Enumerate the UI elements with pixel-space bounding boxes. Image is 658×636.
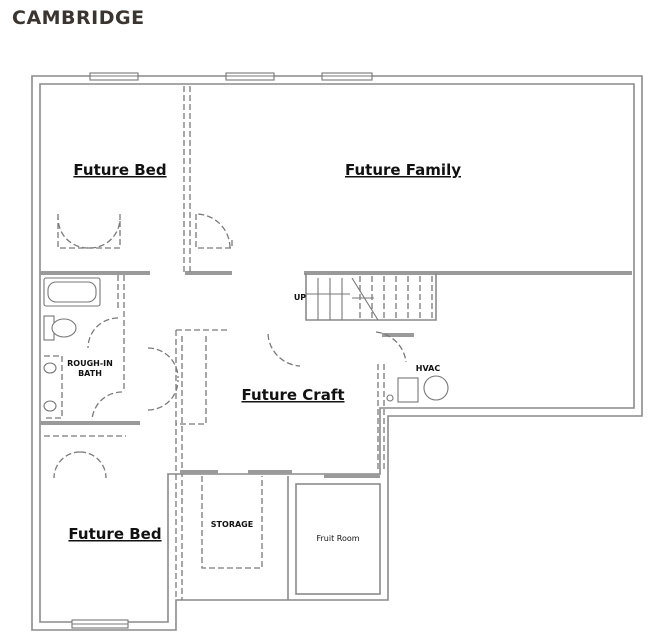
room-label-fruit-room: Fruit Room [316,534,359,543]
room-label-family: Future Family [345,161,461,179]
room-label-craft: Future Craft [241,386,344,404]
hvac-units [386,375,449,403]
room-label-hvac: HVAC [416,364,441,373]
staircase [306,276,433,321]
stairs-up-label: UP [294,293,306,302]
windows [71,72,373,629]
room-label-bath-line2: BATH [78,369,102,378]
bath-fixtures [43,277,101,419]
interior-walls [40,86,632,600]
room-label-storage: STORAGE [211,520,253,529]
room-label-bath-line1: ROUGH-IN [67,359,113,368]
room-label-bed-bottom: Future Bed [68,525,161,543]
room-label-bed-top: Future Bed [73,161,166,179]
page-title: CAMBRIDGE [12,7,145,29]
doors [44,213,407,479]
